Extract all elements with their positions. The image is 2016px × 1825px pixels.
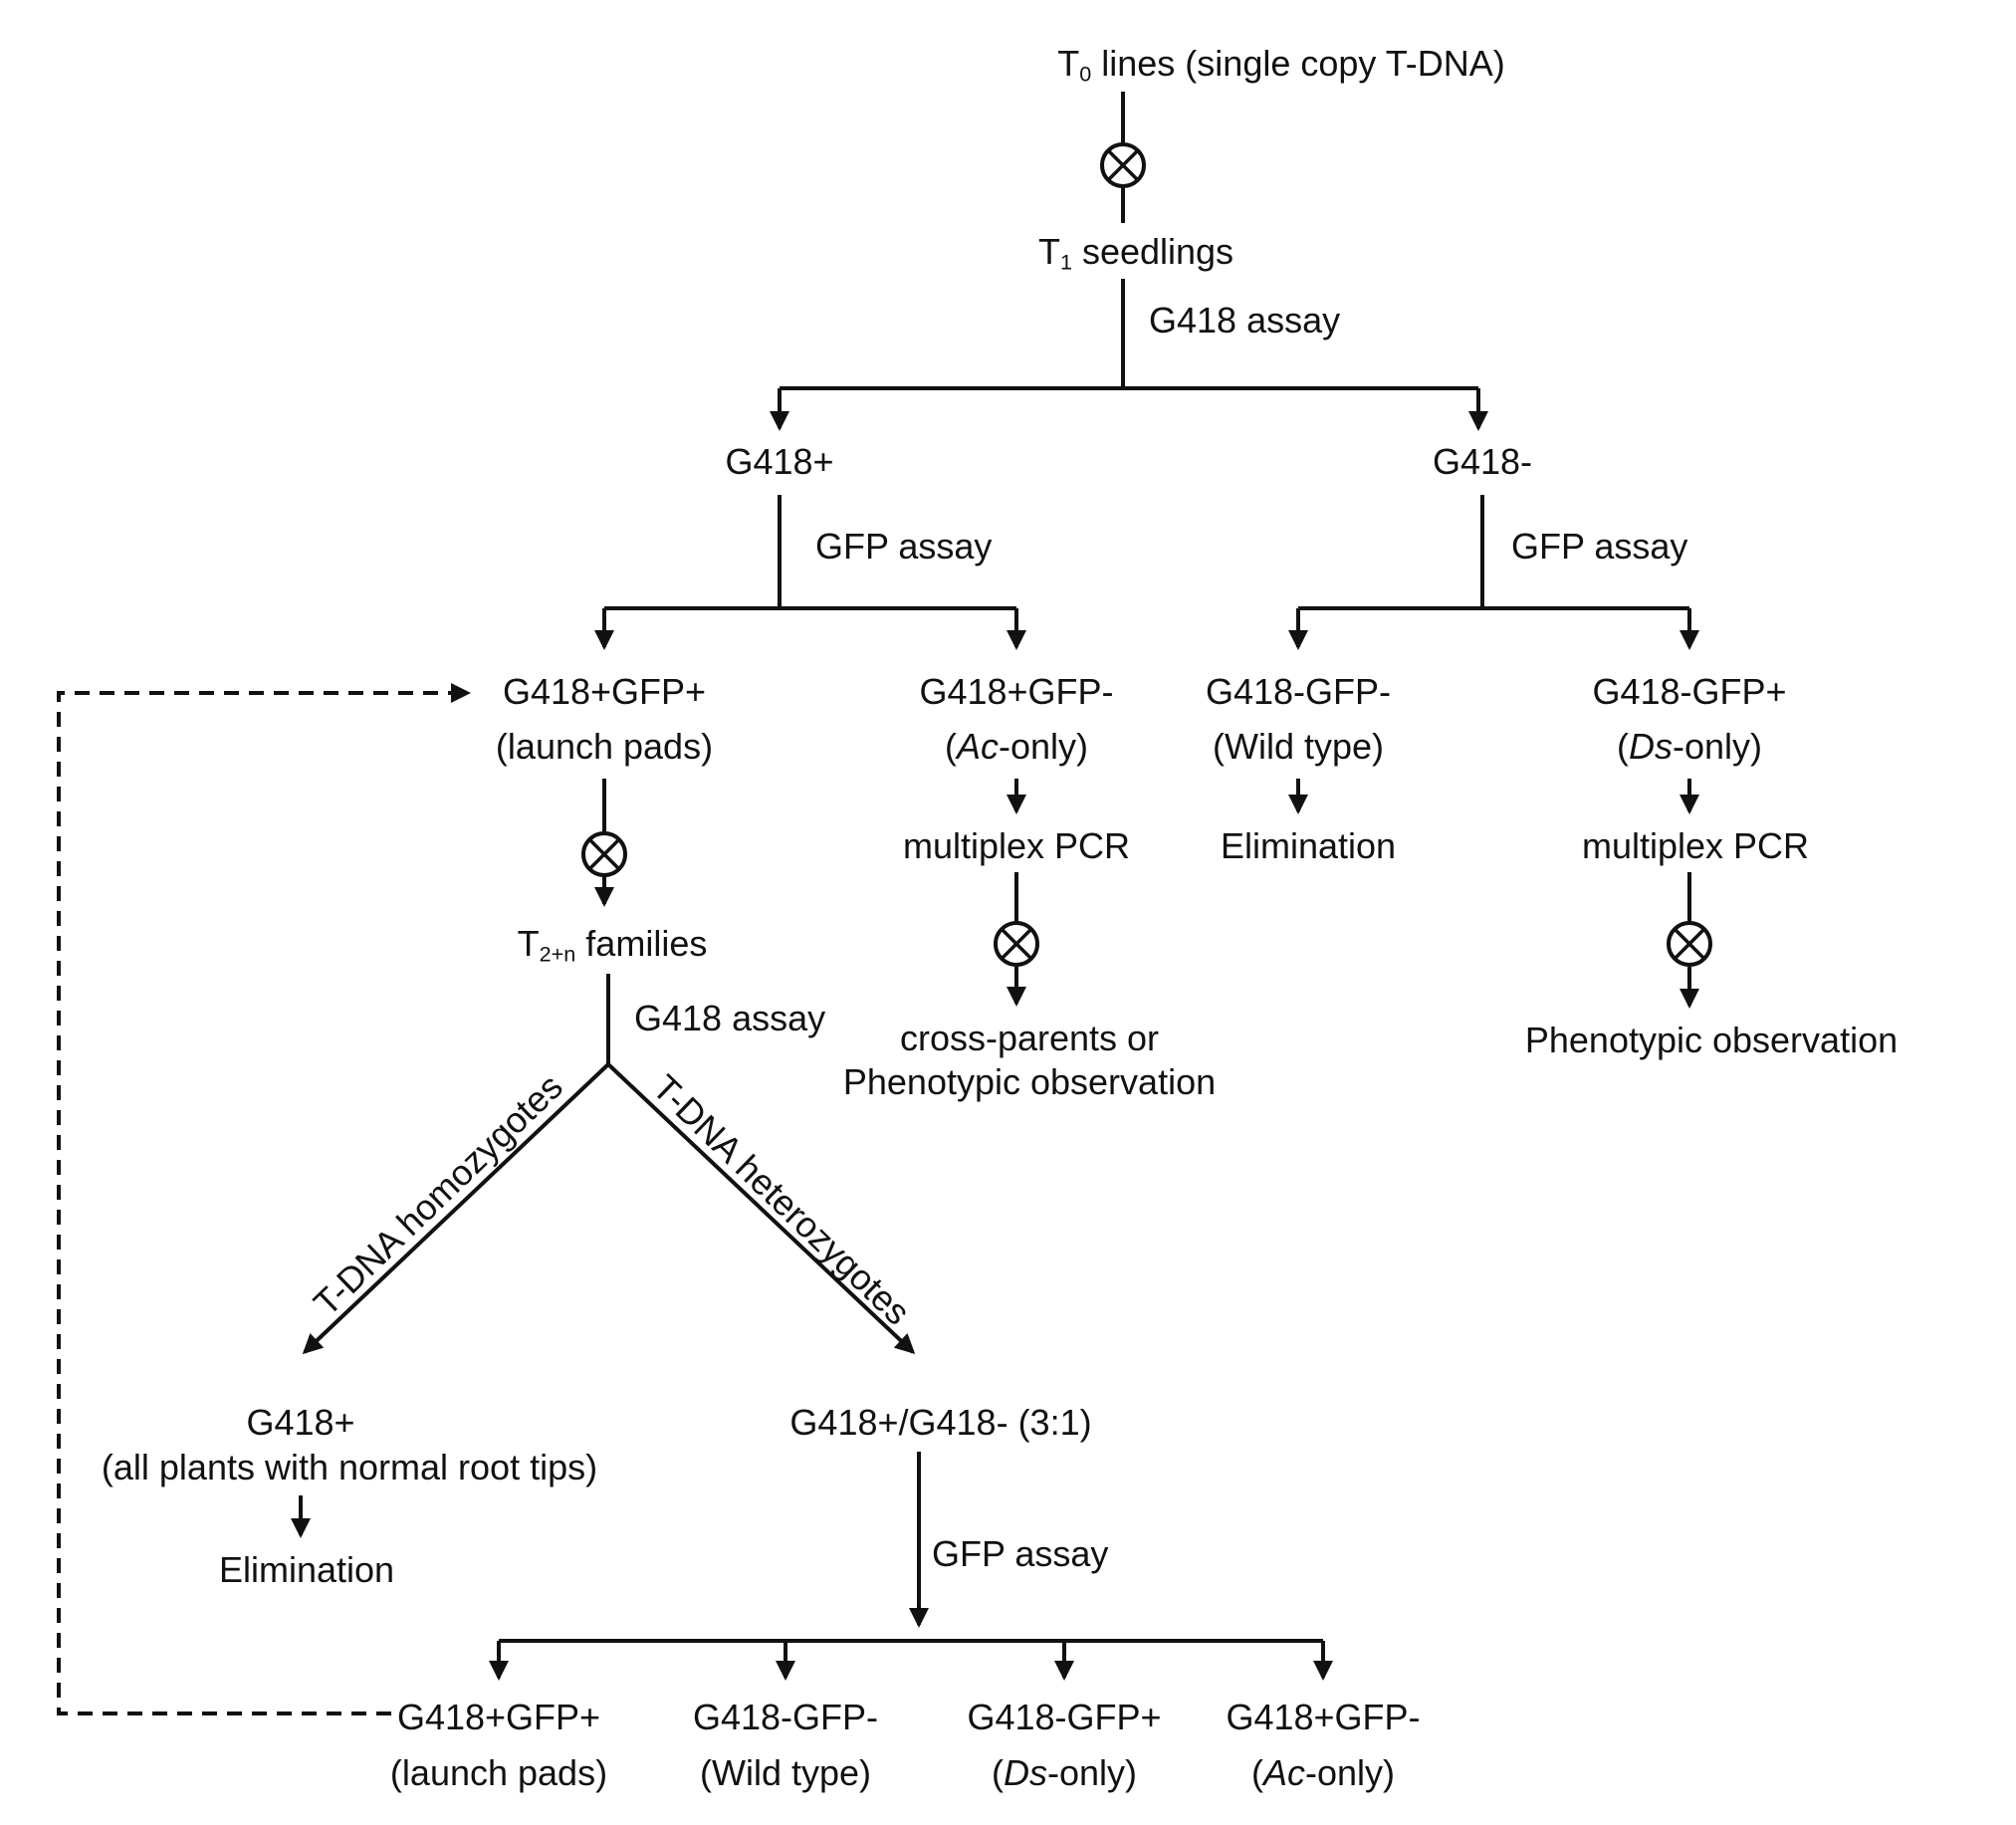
node-homozygote-note: (all plants with normal root tips) [101, 1447, 598, 1487]
t2n-pre: T [517, 923, 540, 964]
bottom-ac-sub-italic: Ac [1262, 1752, 1305, 1793]
edge-label-g418-assay-1: G418 assay [1149, 300, 1341, 341]
ac-only-sub-italic: Ac [956, 726, 999, 767]
edge-label-gfp-assay-3: GFP assay [932, 1533, 1109, 1574]
node-bottom-launch-pads-sub: (launch pads) [389, 1752, 608, 1793]
t1-pre: T [1037, 231, 1060, 272]
node-multiplex-pcr-2: multiplex PCR [1581, 825, 1810, 866]
ds-only-sub-rest: -only) [1672, 726, 1763, 767]
t2n-post: families [575, 923, 708, 964]
t0-post: lines (single copy T-DNA) [1091, 43, 1505, 84]
node-bottom-wild-type-sub: (Wild type) [699, 1752, 872, 1793]
node-bottom-ac-only-title: G418+GFP- [1226, 1697, 1421, 1737]
node-ds-only-title: G418-GFP+ [1592, 671, 1787, 712]
t1-subscript: 1 [1059, 249, 1072, 275]
self-cross-icon [994, 921, 1039, 967]
edge-label-gfp-assay-1: GFP assay [815, 526, 993, 567]
bottom-ds-sub-paren: ( [991, 1752, 1004, 1793]
edge-label-gfp-assay-2: GFP assay [1511, 526, 1688, 567]
node-elimination-2: Elimination [218, 1549, 395, 1590]
node-ds-only-sub: (Ds-only) [1617, 725, 1762, 768]
self-cross-icon [581, 831, 627, 877]
node-g418-minus: G418- [1432, 441, 1533, 482]
node-bottom-wild-type-title: G418-GFP- [692, 1697, 879, 1737]
node-segregation-ratio: G418+/G418- (3:1) [789, 1402, 1092, 1443]
node-elimination-1: Elimination [1220, 825, 1397, 866]
node-wild-type-sub: (Wild type) [1212, 726, 1385, 767]
edge-label-g418-assay-2: G418 assay [634, 998, 826, 1038]
node-bottom-launch-pads-title: G418+GFP+ [396, 1697, 601, 1737]
node-launch-pads-sub: (launch pads) [495, 726, 714, 767]
ds-only-sub-paren: ( [1616, 726, 1629, 767]
t2n-subscript: 2+n [539, 941, 576, 967]
node-cross-parents-line1: cross-parents or [899, 1018, 1160, 1058]
node-g418-plus: G418+ [725, 441, 834, 482]
node-launch-pads-title: G418+GFP+ [502, 671, 707, 712]
ds-only-sub-italic: Ds [1628, 726, 1673, 767]
node-t2n-families: T2+n families [518, 922, 708, 967]
t0-pre: T [1057, 43, 1080, 84]
node-bottom-ac-only-sub: (Ac-only) [1251, 1751, 1395, 1794]
node-phenotypic-observation: Phenotypic observation [1524, 1020, 1899, 1060]
ac-only-sub-rest: -only) [998, 726, 1089, 767]
flow-connectors [291, 92, 1699, 1681]
self-cross-icon [1667, 921, 1712, 967]
self-cross-icon [1100, 142, 1146, 188]
node-wild-type-title: G418-GFP- [1205, 671, 1392, 712]
node-bottom-ds-only-sub: (Ds-only) [992, 1751, 1137, 1794]
feedback-dashed-arrow [57, 683, 471, 1715]
t0-subscript: 0 [1079, 61, 1092, 87]
node-ac-only-title: G418+GFP- [919, 671, 1114, 712]
node-multiplex-pcr-1: multiplex PCR [902, 825, 1131, 866]
node-bottom-ds-only-title: G418-GFP+ [967, 1697, 1162, 1737]
bottom-ds-sub-rest: -only) [1046, 1752, 1138, 1793]
bottom-ds-sub-italic: Ds [1003, 1752, 1047, 1793]
bottom-ac-sub-paren: ( [1250, 1752, 1263, 1793]
node-t1-seedlings: T1 seedlings [1038, 230, 1233, 275]
ac-only-sub-paren: ( [944, 726, 957, 767]
bottom-ac-sub-rest: -only) [1304, 1752, 1396, 1793]
node-cross-parents-line2: Phenotypic observation [842, 1061, 1217, 1102]
node-homozygote-g418-plus: G418+ [246, 1402, 355, 1443]
node-t0-lines: T0 lines (single copy T-DNA) [1057, 42, 1505, 87]
t1-post: seedlings [1071, 231, 1234, 272]
node-ac-only-sub: (Ac-only) [945, 725, 1088, 768]
